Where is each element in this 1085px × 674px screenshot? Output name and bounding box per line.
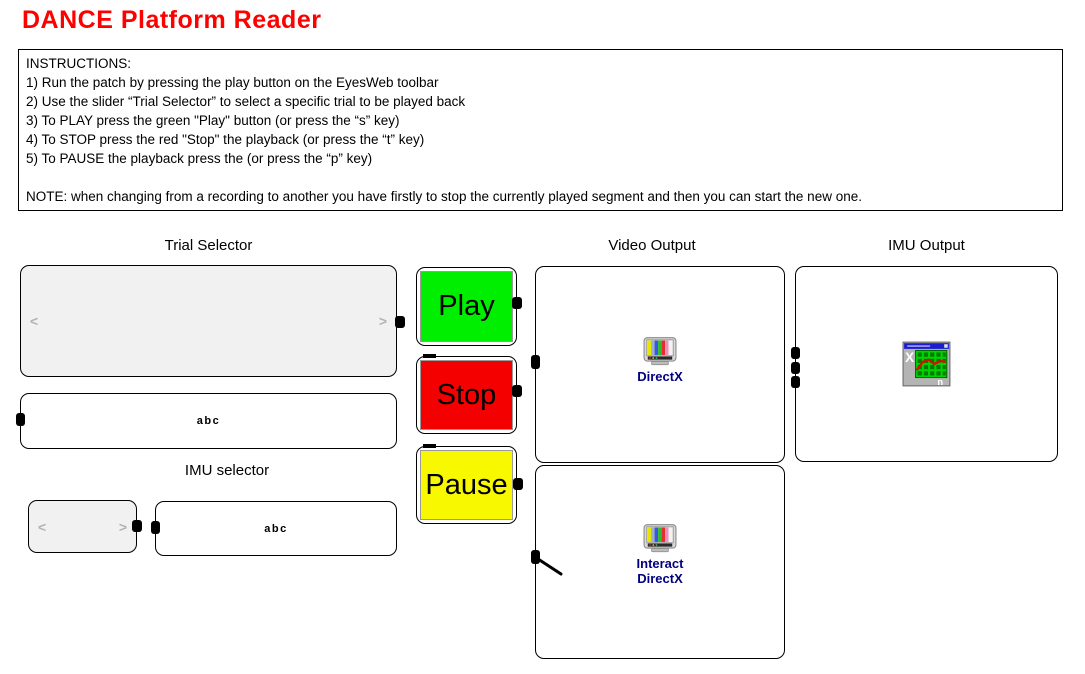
directx-monitor-icon [643, 337, 677, 366]
directx-block-label: DirectX [637, 369, 683, 384]
play-button-output-pin[interactable] [512, 297, 522, 309]
pause-button-output-pin[interactable] [513, 478, 523, 490]
imu-panel-input-pin-3[interactable] [791, 376, 800, 388]
instruction-line: 1) Run the patch by pressing the play bu… [26, 75, 439, 90]
page-title: DANCE Platform Reader [22, 6, 322, 34]
trial-selector-slider[interactable]: < > [20, 265, 397, 377]
imu-panel-input-pin-2[interactable] [791, 362, 800, 374]
instructions-box: INSTRUCTIONS: 1) Run the patch by pressi… [18, 49, 1063, 211]
play-button-face[interactable]: Play [420, 271, 513, 342]
imu-selector-label: IMU selector [184, 462, 270, 479]
imu-textbox-input-pin[interactable] [151, 521, 160, 534]
trial-textbox-input-pin[interactable] [16, 413, 25, 426]
interact-block-label-line2: DirectX [637, 571, 683, 586]
pause-button-face[interactable]: Pause [420, 450, 513, 520]
imu-plot-window-icon: X n [902, 341, 950, 387]
interact-block-label-line1: Interact [636, 556, 684, 571]
instruction-line: 3) To PLAY press the green "Play" button… [26, 113, 400, 128]
stop-button-input-pin[interactable] [423, 354, 436, 358]
imu-slider-output-pin[interactable] [132, 520, 142, 532]
stop-button-face[interactable]: Stop [420, 360, 513, 430]
imu-output-label: IMU Output [888, 237, 965, 254]
svg-text:X: X [905, 350, 914, 365]
stop-button-output-pin[interactable] [512, 385, 522, 397]
interact-directx-panel[interactable]: Interact DirectX [535, 465, 785, 659]
instruction-line: INSTRUCTIONS: [26, 56, 132, 71]
video-panel-input-pin[interactable] [531, 355, 540, 369]
stop-button[interactable]: Stop [416, 356, 517, 434]
video-output-panel[interactable]: DirectX [535, 266, 785, 463]
instruction-line: 4) To STOP press the red "Stop" the play… [26, 132, 425, 147]
trial-selector-label: Trial Selector [164, 237, 253, 254]
play-button[interactable]: Play [416, 267, 517, 346]
imu-output-panel[interactable]: X n [795, 266, 1058, 462]
slider-right-arrow-icon[interactable]: > [118, 518, 127, 535]
instruction-line [26, 168, 1055, 187]
slider-left-arrow-icon[interactable]: < [30, 313, 39, 329]
slider-right-arrow-icon[interactable]: > [378, 313, 387, 329]
pause-button[interactable]: Pause [416, 446, 517, 524]
slider-left-arrow-icon[interactable]: < [38, 518, 47, 535]
imu-selector-slider[interactable]: < > [28, 500, 137, 553]
directx-monitor-icon [643, 524, 677, 553]
instruction-line: 2) Use the slider “Trial Selector” to se… [26, 94, 466, 109]
dangling-connection-line [534, 555, 563, 576]
imu-textbox[interactable]: abc [155, 501, 397, 556]
trial-textbox[interactable]: abc [20, 393, 397, 449]
instruction-line: NOTE: when changing from a recording to … [26, 189, 862, 204]
instruction-line: 5) To PAUSE the playback press the (or p… [26, 151, 373, 166]
svg-text:n: n [937, 377, 943, 387]
imu-panel-input-pin-1[interactable] [791, 347, 800, 359]
video-output-label: Video Output [608, 237, 696, 254]
pause-button-input-pin[interactable] [423, 444, 436, 448]
trial-slider-output-pin[interactable] [395, 316, 405, 328]
